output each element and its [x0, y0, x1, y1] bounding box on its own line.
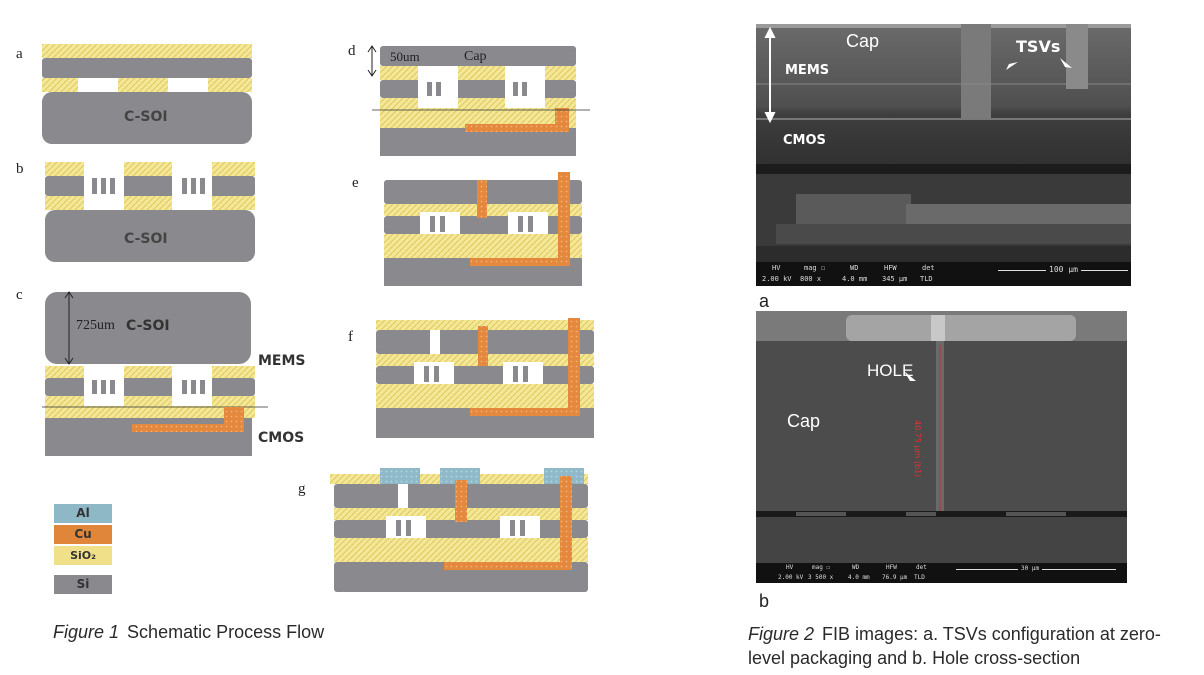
fib-a-wd-header: WD [850, 264, 859, 272]
legend-cu: Cu [54, 525, 112, 544]
fib-a-cmos-label: CMOS [783, 133, 826, 148]
step-label-b: b [16, 161, 24, 177]
fib-a-det-header: det [922, 264, 935, 272]
fib-a-mems-label: MEMS [785, 63, 830, 78]
fib-a-hv-value: 2.00 kV [762, 275, 792, 283]
step-b-diagram [45, 162, 255, 262]
fib-image-a [756, 24, 1131, 286]
mems-label: MEMS [258, 353, 306, 369]
fib-a-hfw-value: 345 µm [882, 275, 908, 283]
fib-a-cap-label: Cap [846, 31, 880, 51]
figure2-caption-line1: FIB images: a. TSVs configuration at zer… [822, 624, 1161, 644]
fib-b-scale-label: 30 µm [1018, 565, 1043, 572]
step-d-diagram [367, 45, 590, 156]
fib-a-sublabel: a [759, 291, 770, 311]
step-label-g: g [298, 481, 306, 497]
fib-a-hv-header: HV [772, 264, 781, 272]
step-c-diagram [42, 291, 268, 456]
figure1-caption: Figure 1 Schematic Process Flow [53, 620, 324, 644]
cmos-label: CMOS [258, 430, 305, 446]
fib-a-det-value: TLD [920, 275, 933, 283]
cap-label-d: Cap [464, 49, 487, 64]
fib-b-hole-label: HOLE [867, 361, 914, 380]
fib-image-a-texture [756, 24, 1131, 264]
fib-a-mag-header: mag ☐ [804, 264, 826, 272]
figure1-schematic [42, 44, 594, 592]
figure2-caption: Figure 2 FIB images: a. TSVs configuratio… [748, 622, 1198, 670]
figure2-caption-prefix: Figure 2 [748, 624, 815, 644]
figure1-caption-prefix: Figure 1 [53, 622, 120, 642]
legend-si: Si [54, 575, 112, 594]
fib-a-databar: HV mag ☐ WD HFW det 2.00 kV 800 x 4.0 mm… [756, 262, 1131, 286]
thickness-725-label: 725um [76, 318, 115, 333]
fib-b-cap-label: Cap [787, 411, 821, 431]
fib-b-mag-header: mag ☐ [812, 564, 831, 571]
step-label-e: e [352, 175, 359, 191]
csoi-label-b: C-SOI [124, 231, 168, 247]
fib-a-hfw-header: HFW [884, 264, 897, 272]
step-a-diagram [42, 44, 252, 144]
step-label-d: d [348, 43, 356, 59]
figure1-caption-text: Schematic Process Flow [127, 622, 325, 642]
csoi-label-c: C-SOI [126, 318, 170, 334]
step-f-diagram [376, 318, 594, 438]
fib-image-b [756, 311, 1127, 583]
fib-b-measure-label: 40.75 µm (b1) [913, 420, 922, 478]
fib-a-tsvs-label: TSVs [1016, 37, 1061, 56]
fib-image-b-texture [756, 311, 1127, 563]
fib-b-sublabel: b [759, 591, 770, 611]
step-label-c: c [16, 287, 23, 303]
csoi-label-a: C-SOI [124, 109, 168, 125]
fib-b-databar: HV mag ☐ WD HFW det 2.00 kV 3 500 x 4.0 … [756, 563, 1127, 583]
fib-b-mag-value: 3 500 x [808, 574, 834, 581]
fib-b-det-header: det [916, 564, 927, 571]
fib-b-wd-header: WD [852, 564, 860, 571]
fib-b-hv-value: 2.00 kV [778, 574, 804, 581]
fib-a-mag-value: 800 x [800, 275, 822, 283]
fib-a-scale-label: 100 µm [1046, 265, 1081, 274]
legend-al: Al [54, 504, 112, 523]
fib-a-wd-value: 4.0 mm [842, 275, 868, 283]
figure2-caption-line2: level packaging and b. Hole cross-sectio… [748, 648, 1081, 668]
step-label-f: f [348, 329, 353, 345]
step-label-a: a [16, 46, 23, 62]
step-e-diagram [384, 172, 582, 286]
fib-b-det-value: TLD [914, 574, 925, 581]
step-g-diagram [330, 468, 588, 592]
fib-b-hfw-header: HFW [886, 564, 897, 571]
fib-b-wd-value: 4.0 mm [848, 574, 870, 581]
fib-b-hfw-value: 76.9 µm [882, 574, 908, 581]
fib-b-hv-header: HV [786, 564, 794, 571]
thickness-50-label: 50um [390, 49, 420, 64]
legend-sio2: SiO₂ [54, 546, 112, 565]
